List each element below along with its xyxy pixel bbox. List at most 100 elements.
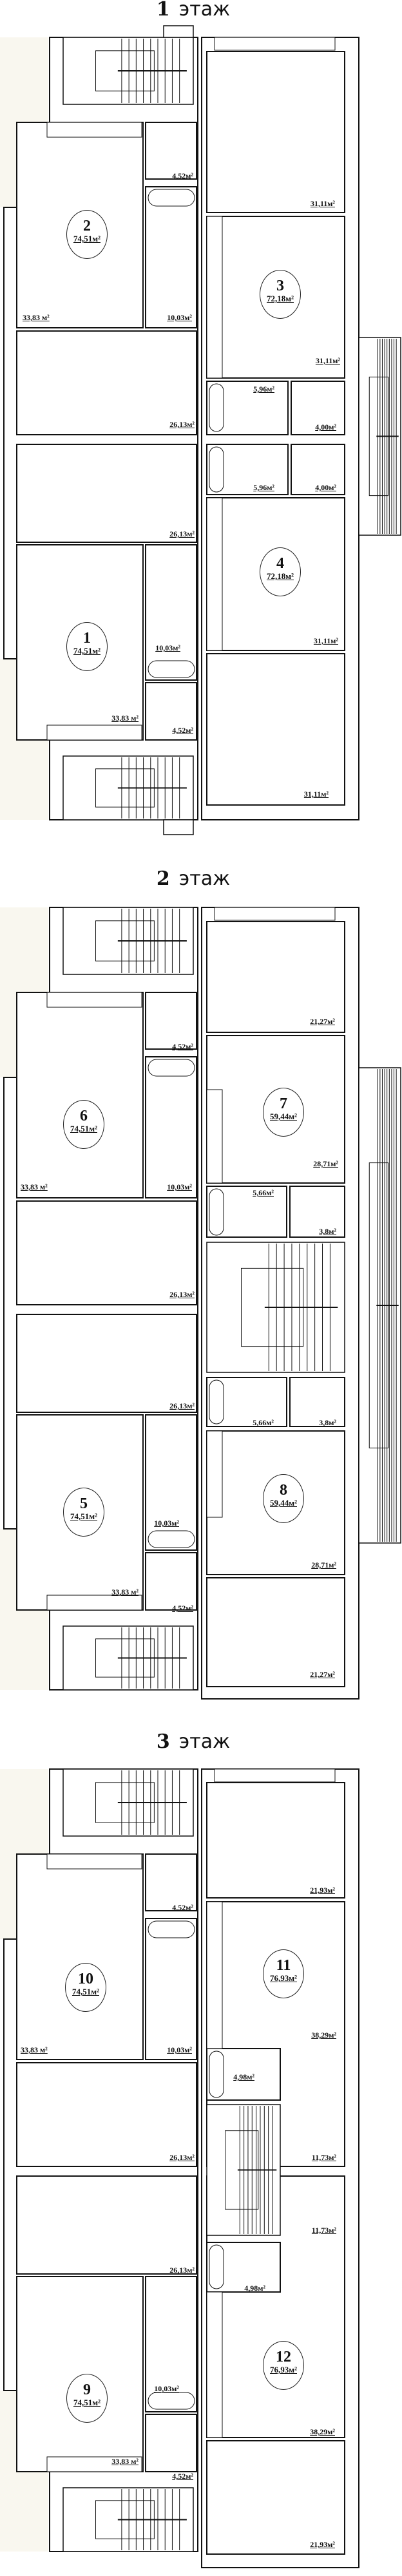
room-storage-upper <box>145 1853 197 1911</box>
room-bathroom-upper <box>145 1918 197 2060</box>
room-area-label: 3,8м² <box>319 1227 336 1236</box>
room <box>291 381 345 435</box>
apartment-number: 12 <box>276 2349 291 2365</box>
room <box>289 1186 345 1238</box>
room-area-label: 4,98м² <box>244 2284 265 2293</box>
room-area-label: 4,52м² <box>172 2472 193 2481</box>
room-area-label: 38,29м² <box>311 2031 336 2040</box>
room-living-upper <box>16 1853 144 2060</box>
bathtub-icon <box>148 660 195 678</box>
room-bedroom-lower <box>16 444 197 543</box>
room-bedroom-upper <box>16 1200 197 1305</box>
room-area-label: 5,96м² <box>253 384 274 393</box>
floor-word: этаж <box>178 867 231 890</box>
window-band <box>214 37 336 51</box>
room-area-label: 21,27м² <box>310 1670 335 1679</box>
room-area-label: 10,03м² <box>155 643 180 652</box>
bathtub-icon <box>209 383 224 432</box>
apartment-number: 10 <box>78 1971 93 1987</box>
floor-number: 1 <box>156 0 170 21</box>
bathtub-icon <box>148 1059 195 1077</box>
room-area-label: 33,83 м² <box>21 2045 48 2054</box>
room-area-label: 26,13м² <box>169 1401 195 1410</box>
room-area-label: 11,73м² <box>311 2226 336 2235</box>
room-area-label: 21,27м² <box>310 1017 335 1026</box>
room-area-label: 21,93м² <box>310 2540 335 2549</box>
room-storage-upper <box>145 122 197 180</box>
room <box>291 444 345 495</box>
apartment-area: 76,93м² <box>269 2365 297 2374</box>
room-bathroom-upper <box>145 186 197 328</box>
bathtub-icon <box>209 446 224 493</box>
room-area-label: 31,11м² <box>310 199 335 208</box>
floor-number: 2 <box>156 867 170 890</box>
apartment-area: 74,51м² <box>73 2398 100 2407</box>
room-storage-lower <box>145 682 197 741</box>
room-area-label: 5,66м² <box>253 1188 274 1197</box>
apartment-area: 72,18м² <box>266 294 294 303</box>
kitchen-counter <box>46 1595 142 1611</box>
apartment-number: 3 <box>276 278 284 294</box>
kitchen-strip <box>206 1901 223 2049</box>
room-area-label: 38,29м² <box>310 2427 335 2436</box>
room-area-label: 33,83 м² <box>21 1182 48 1191</box>
entrance-porch <box>163 25 194 38</box>
apartment-number: 5 <box>80 1495 88 1512</box>
apartment-area: 76,93м² <box>269 1973 297 1983</box>
room-area-label: 28,71м² <box>311 1560 336 1569</box>
room-bathroom-lower <box>145 2276 197 2412</box>
apartment-area: 72,18м² <box>266 571 294 581</box>
bathtub-icon <box>209 1188 224 1236</box>
room-bathroom-lower <box>145 1414 197 1551</box>
apartment-number: 6 <box>80 1108 88 1124</box>
room-area-label: 26,13м² <box>169 1290 195 1299</box>
apartment-number: 4 <box>276 555 284 572</box>
room <box>206 921 345 1033</box>
room-storage-lower <box>145 1552 197 1611</box>
room-area-label: 10,03м² <box>167 313 192 322</box>
kitchen-strip <box>206 1430 223 1518</box>
window-band <box>214 1768 336 1783</box>
room-area-label: 4,52м² <box>172 1604 193 1613</box>
room-area-label: 5,66м² <box>253 1418 274 1427</box>
room <box>206 51 345 213</box>
kitchen-counter <box>46 122 142 138</box>
room-area-label: 33,83 м² <box>111 1587 139 1596</box>
kitchen-counter <box>46 992 142 1008</box>
room-area-label: 4,00м² <box>315 422 336 431</box>
kitchen-strip <box>206 2291 223 2438</box>
apartment-number: 11 <box>276 1957 291 1974</box>
room-area-label: 10,03м² <box>167 1182 192 1191</box>
apartment-area: 74,51м² <box>70 1124 97 1133</box>
room-bedroom-lower <box>16 2175 197 2275</box>
room-area-label: 5,96м² <box>253 483 274 492</box>
apartment-number: 7 <box>280 1095 287 1112</box>
room-area-label: 28,71м² <box>313 1159 338 1168</box>
room-area-label: 33,83 м² <box>111 714 139 723</box>
kitchen-strip <box>206 1089 223 1184</box>
room-area-label: 26,13м² <box>169 529 195 538</box>
room-area-label: 4,52м² <box>172 726 193 735</box>
room-area-label: 4,52м² <box>172 171 193 180</box>
kitchen-counter <box>46 1853 142 1870</box>
room <box>206 2440 345 2555</box>
window-band <box>214 907 336 921</box>
apartment-number: 2 <box>83 218 91 234</box>
room-area-label: 31,11м² <box>315 356 340 365</box>
room-area-label: 10,03м² <box>154 1519 179 1528</box>
floor-title: 2 этаж <box>116 869 271 889</box>
room <box>206 1577 345 1687</box>
room-bedroom-upper <box>16 2062 197 2167</box>
room <box>289 1377 345 1427</box>
